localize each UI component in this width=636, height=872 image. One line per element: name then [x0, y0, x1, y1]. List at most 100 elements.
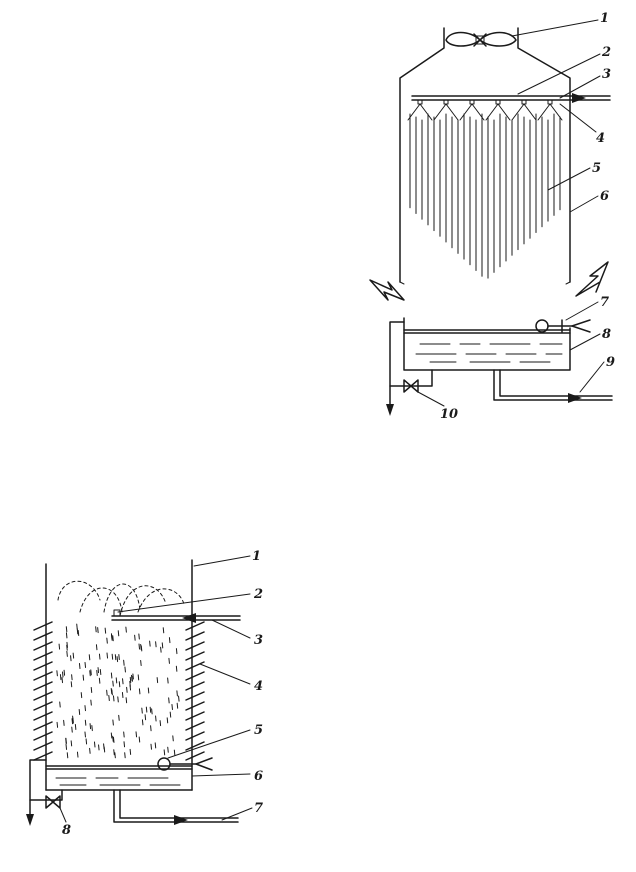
droplet — [85, 732, 86, 737]
louvre-right — [186, 712, 204, 720]
droplet — [174, 750, 175, 755]
droplet — [107, 638, 108, 643]
label-top-3: 3 — [602, 67, 611, 82]
droplet — [151, 744, 152, 749]
droplet — [97, 670, 98, 675]
droplet — [130, 677, 131, 682]
droplet — [60, 702, 61, 707]
water-droplets — [57, 624, 179, 758]
louvre-left — [34, 752, 52, 760]
droplet — [169, 638, 170, 643]
droplet — [71, 656, 72, 661]
droplet — [92, 726, 93, 731]
spray-arcs — [58, 581, 184, 616]
droplet — [124, 732, 125, 737]
louvre-right — [186, 672, 204, 680]
droplet — [142, 708, 143, 713]
droplet — [67, 642, 68, 647]
droplet — [162, 643, 163, 648]
label-bottom-3: 3 — [254, 633, 263, 648]
droplet — [111, 733, 112, 738]
air-inlet-arrow-left-icon — [370, 280, 404, 300]
louvre-right — [186, 702, 204, 710]
droplet — [78, 631, 79, 636]
droplet — [111, 688, 112, 693]
droplet — [139, 737, 140, 742]
droplet — [75, 724, 76, 729]
spray-nozzles — [408, 100, 562, 120]
label-bottom-4: 4 — [254, 679, 263, 694]
droplet — [163, 628, 164, 633]
droplet — [67, 753, 68, 758]
droplet — [96, 627, 97, 632]
droplet — [79, 664, 80, 669]
droplet — [156, 642, 157, 647]
droplet — [168, 747, 169, 752]
droplet — [179, 696, 180, 701]
louvre-right — [186, 692, 204, 700]
louvre-right — [186, 642, 204, 650]
label-top-4: 4 — [596, 131, 605, 146]
droplet — [141, 661, 142, 666]
louvre-left — [34, 732, 52, 740]
droplet — [122, 693, 123, 698]
droplet — [116, 678, 117, 683]
label-top-9: 9 — [606, 355, 615, 370]
droplet — [161, 647, 162, 652]
droplet — [150, 707, 151, 712]
droplet — [66, 627, 67, 632]
droplet — [113, 737, 114, 742]
droplet — [77, 752, 78, 757]
droplet — [90, 671, 91, 676]
droplet — [66, 744, 67, 749]
louvre-left — [34, 622, 52, 630]
droplet — [115, 753, 116, 758]
droplet — [83, 675, 84, 680]
droplet — [64, 670, 65, 675]
droplet — [124, 742, 125, 747]
droplet — [98, 668, 99, 673]
label-top-1: 1 — [600, 11, 609, 26]
louvre-right — [186, 652, 204, 660]
droplet — [177, 691, 178, 696]
droplet — [63, 672, 64, 677]
spray-pipe — [112, 610, 240, 623]
droplet — [126, 627, 127, 632]
louvre-left — [34, 672, 52, 680]
louvre-right — [186, 752, 204, 760]
droplet — [99, 654, 100, 659]
droplet — [91, 687, 92, 692]
droplet — [115, 655, 116, 660]
droplet — [113, 720, 114, 725]
droplet — [176, 666, 177, 671]
droplet — [146, 707, 147, 712]
droplet — [141, 646, 142, 651]
louvre-right — [186, 722, 204, 730]
droplet — [113, 736, 114, 741]
label-bottom-6: 6 — [254, 769, 263, 784]
water-streams — [410, 114, 560, 278]
droplet — [71, 741, 72, 746]
droplet — [104, 744, 105, 749]
droplet — [139, 644, 140, 649]
droplet — [73, 716, 74, 721]
collection-basin — [386, 318, 612, 416]
droplet — [172, 705, 173, 710]
louvre-left — [34, 642, 52, 650]
tower-shell — [400, 28, 570, 284]
louvre-left — [34, 712, 52, 720]
droplet — [57, 671, 58, 676]
droplet — [139, 634, 140, 639]
droplet — [168, 678, 169, 683]
droplet — [139, 689, 140, 694]
louvre-left — [34, 702, 52, 710]
droplet — [167, 718, 168, 723]
droplet — [72, 675, 73, 680]
louvre-left — [34, 722, 52, 730]
droplet — [98, 628, 99, 633]
droplet — [107, 690, 108, 695]
droplet — [113, 636, 114, 641]
droplet — [85, 662, 86, 667]
droplet — [176, 649, 177, 654]
leader-lines-bottom — [60, 556, 252, 822]
